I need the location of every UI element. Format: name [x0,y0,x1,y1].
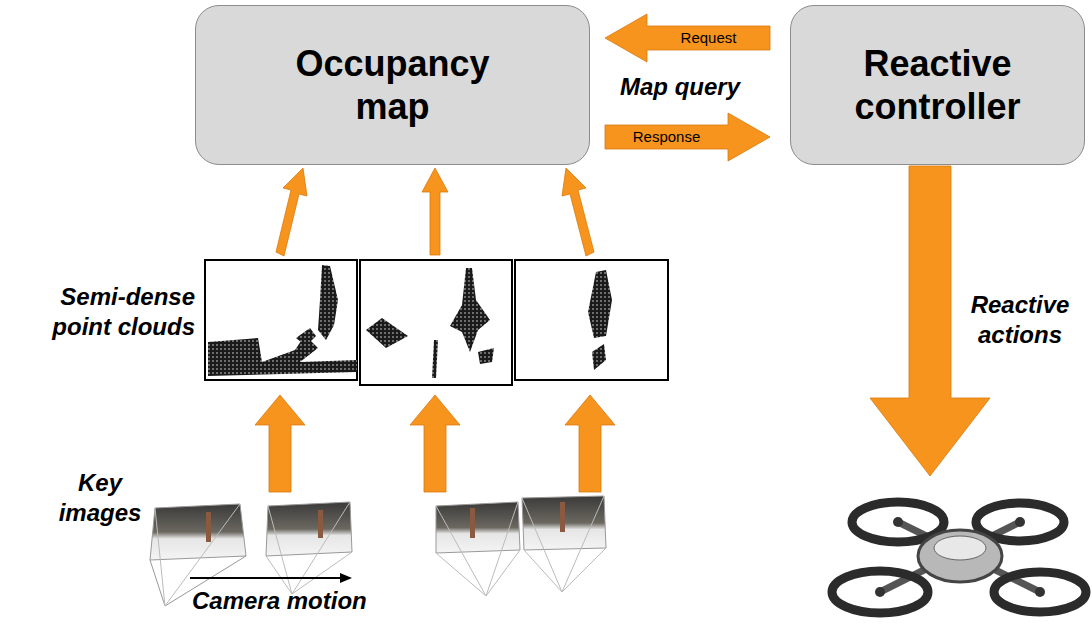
arrow-label: Response [631,128,703,146]
image-to-cloud-arrows [255,395,615,492]
frustum-line [522,498,562,592]
frustum-line [524,550,562,592]
cloud-shape [296,328,316,346]
rounded-box: Occupancy map [195,5,590,165]
reactive-actions-arrow [870,166,990,476]
point-cloud-points [208,265,612,378]
rotor-hub [1035,587,1045,597]
post [470,508,475,538]
rotor-guard [994,572,1086,612]
up-arrow [255,395,305,492]
box-title: Occupancy map [277,42,509,128]
frustum-line [436,553,486,596]
motion-arrow-line [190,577,342,579]
cloud-shape [318,265,338,340]
block-arrow [605,113,770,161]
slanted-arrow [276,168,307,256]
cloud-shape [588,270,612,338]
cloud-shape [450,268,490,352]
post [560,502,565,532]
frustum-line [486,550,520,596]
camera-frustum [266,502,352,594]
annotation-label: Key images [45,468,155,528]
motion-arrow-head [340,573,352,583]
up-arrow [410,395,460,492]
point-cloud-frames [205,260,668,385]
up-arrow [565,395,615,492]
annotation-label: Semi-dense point clouds [25,282,195,342]
arrow-label: Request [679,29,739,47]
cloud-shape [366,318,408,348]
cloud-shape [478,348,494,364]
drone-illustration [832,502,1086,613]
frustum-line [268,506,292,594]
cloud-frame [205,260,357,380]
rotor-hub [875,587,885,597]
frustum-line [155,508,165,606]
camera-frustum [522,496,606,592]
cloud-shape [208,335,357,376]
annotation-label: Map query [600,72,760,102]
key-image [436,502,520,553]
frustum-line [486,502,518,596]
frustum-line [562,496,604,592]
drone-hull [934,536,986,560]
key-image [266,502,352,556]
slanted-arrow [562,168,594,256]
cloud-frame [360,260,512,385]
rotor-hub [893,517,903,527]
key-image [522,496,606,550]
cloud-to-map-arrows [276,168,594,256]
rotor-guard [976,503,1064,541]
rotor-guard [832,571,928,613]
key-image [150,504,246,560]
frustum-line [562,548,606,592]
post [318,510,323,538]
box-title: Reactive controller [822,42,1054,128]
annotation-label: Reactive actions [955,290,1085,350]
annotation-label: Camera motion [192,586,432,616]
cloud-frame [515,260,668,380]
block-arrow [605,14,770,62]
rotor-hub [1015,517,1025,527]
post [206,512,211,542]
camera-frustum [436,502,520,596]
frustum-line [436,506,486,596]
up-arrow [422,168,448,255]
cloud-shape [432,340,438,378]
drone-body [918,530,1002,582]
rounded-box: Reactive controller [790,5,1085,165]
cloud-shape [592,344,606,370]
